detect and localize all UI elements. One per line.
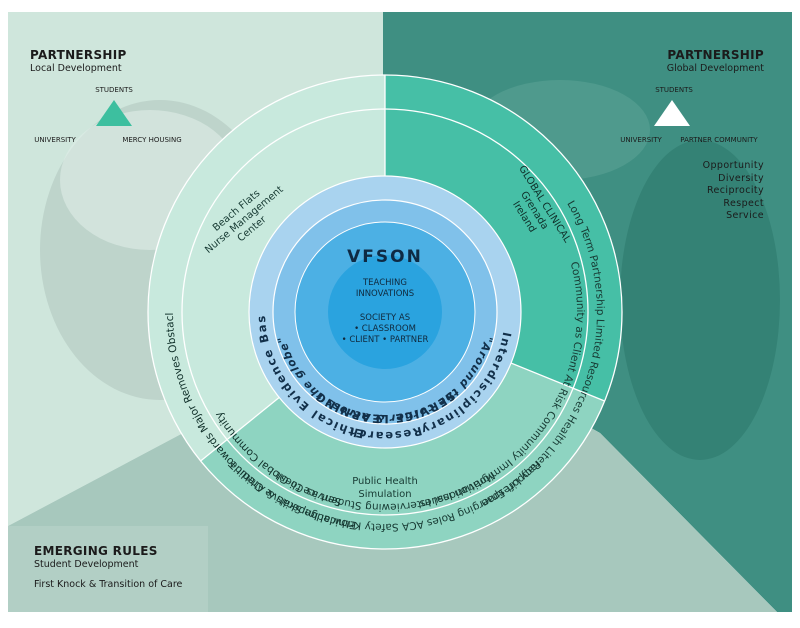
blue-ring-inner-border [294, 221, 476, 403]
blue-ring-mid-border [272, 199, 498, 425]
emerging-rules-heading: EMERGING RULES Student Development First… [34, 544, 182, 590]
global-university-label: UNIVERSITY [620, 136, 662, 144]
blue-ring-outer-border [248, 175, 522, 449]
value-reciprocity: Reciprocity [706, 185, 764, 196]
vfson-title: VFSON [347, 247, 423, 267]
global-partner-community-label: PARTNER COMMUNITY [680, 136, 758, 144]
global-students-label: STUDENTS [655, 86, 693, 94]
core-line-innovations: INNOVATIONS [356, 289, 414, 299]
value-opportunity: Opportunity [702, 160, 764, 171]
emerging-rules-note: First Knock & Transition of Care [34, 579, 183, 590]
core-line-teaching: TEACHING [362, 278, 407, 288]
global-partnership-heading: PARTNERSHIP Global Development [667, 48, 764, 74]
core-line-society: SOCIETY AS [360, 313, 410, 323]
global-partnership-subtitle: Global Development [666, 63, 764, 74]
bottom-middle-line-2: Simulation [358, 489, 411, 500]
local-partnership-heading: PARTNERSHIP Local Development [30, 48, 127, 74]
value-respect: Respect [723, 197, 764, 209]
emerging-rules-subtitle: Student Development [34, 559, 139, 570]
research-label: Research [346, 424, 423, 443]
global-partnership-triangle [654, 100, 690, 126]
local-partnership-title: PARTNERSHIP [30, 48, 127, 62]
local-students-label: STUDENTS [95, 86, 133, 94]
core-line-classroom: • CLASSROOM [354, 324, 416, 334]
emerging-rules-title: EMERGING RULES [34, 544, 158, 558]
bottom-middle-line-1: Public Health [352, 476, 418, 487]
local-mercy-housing-label: MERCY HOUSING [122, 136, 181, 144]
global-partnership-title: PARTNERSHIP [667, 48, 764, 62]
value-diversity: Diversity [718, 172, 764, 184]
value-service: Service [726, 210, 764, 221]
core-line-client-partner: • CLIENT • PARTNER [342, 335, 429, 345]
bottom-left-panel-shade [8, 526, 208, 612]
local-partnership-subtitle: Local Development [30, 63, 122, 74]
core-circle [328, 255, 442, 369]
local-partnership-triangle [96, 100, 132, 126]
global-values-list: Opportunity Diversity Reciprocity Respec… [703, 160, 764, 223]
local-university-label: UNIVERSITY [34, 136, 76, 144]
